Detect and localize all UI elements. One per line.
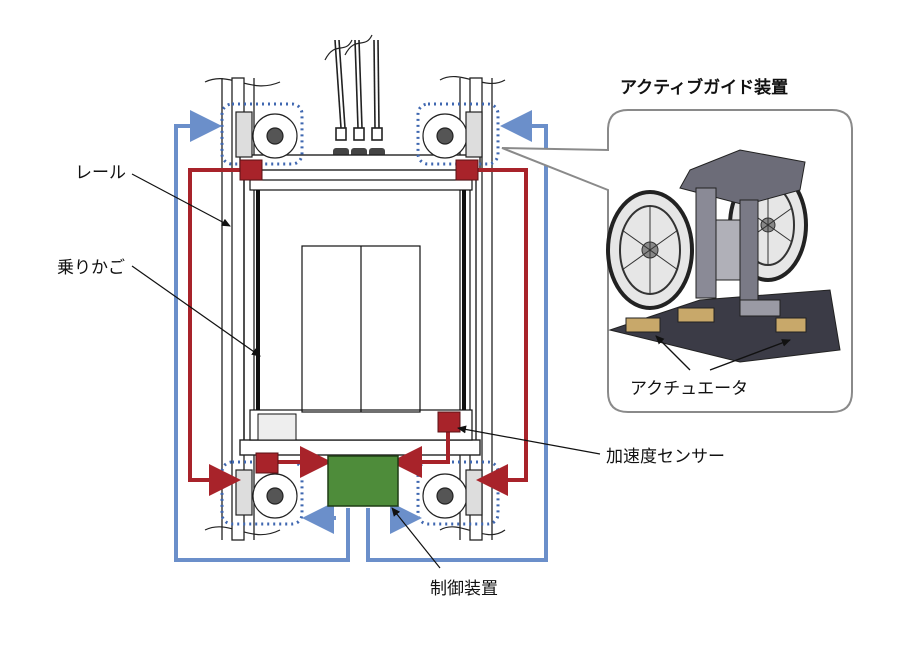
accel-sensor-label: 加速度センサー	[606, 447, 725, 467]
sensor-top-right	[455, 159, 479, 181]
actuator-label: アクチュエータ	[630, 379, 749, 399]
sensor-signal-lines	[188, 168, 528, 496]
sensor-bottom-left	[255, 452, 279, 474]
controller-box	[327, 455, 399, 507]
guide-roller-top-left	[235, 111, 298, 159]
frame-column-right	[739, 199, 759, 309]
sensor-top-left	[239, 159, 263, 181]
car-frame	[239, 154, 481, 456]
red-sensor-units	[239, 159, 479, 474]
guide-roller-bottom-right	[422, 469, 483, 519]
command-lines	[174, 110, 548, 562]
elevator-car	[249, 179, 473, 441]
left-wheel	[606, 190, 694, 310]
hoist-ropes	[334, 39, 383, 141]
leader-lines	[131, 173, 601, 569]
actuator-blocks	[625, 299, 807, 333]
frame-bracket	[715, 219, 741, 281]
frame-column-left	[695, 187, 717, 299]
rail-label: レール	[75, 163, 126, 183]
accel-sensor-box	[437, 411, 461, 433]
actuator-leaders	[655, 335, 791, 371]
guide-roller-bottom-left	[235, 469, 298, 519]
active-guide-title: アクティブガイド装置	[620, 78, 789, 98]
guide-roller-top-right	[422, 111, 483, 159]
active-guide-device-illustration	[606, 149, 841, 363]
controller-label: 制御装置	[430, 579, 498, 599]
car-label: 乗りかご	[57, 258, 125, 278]
